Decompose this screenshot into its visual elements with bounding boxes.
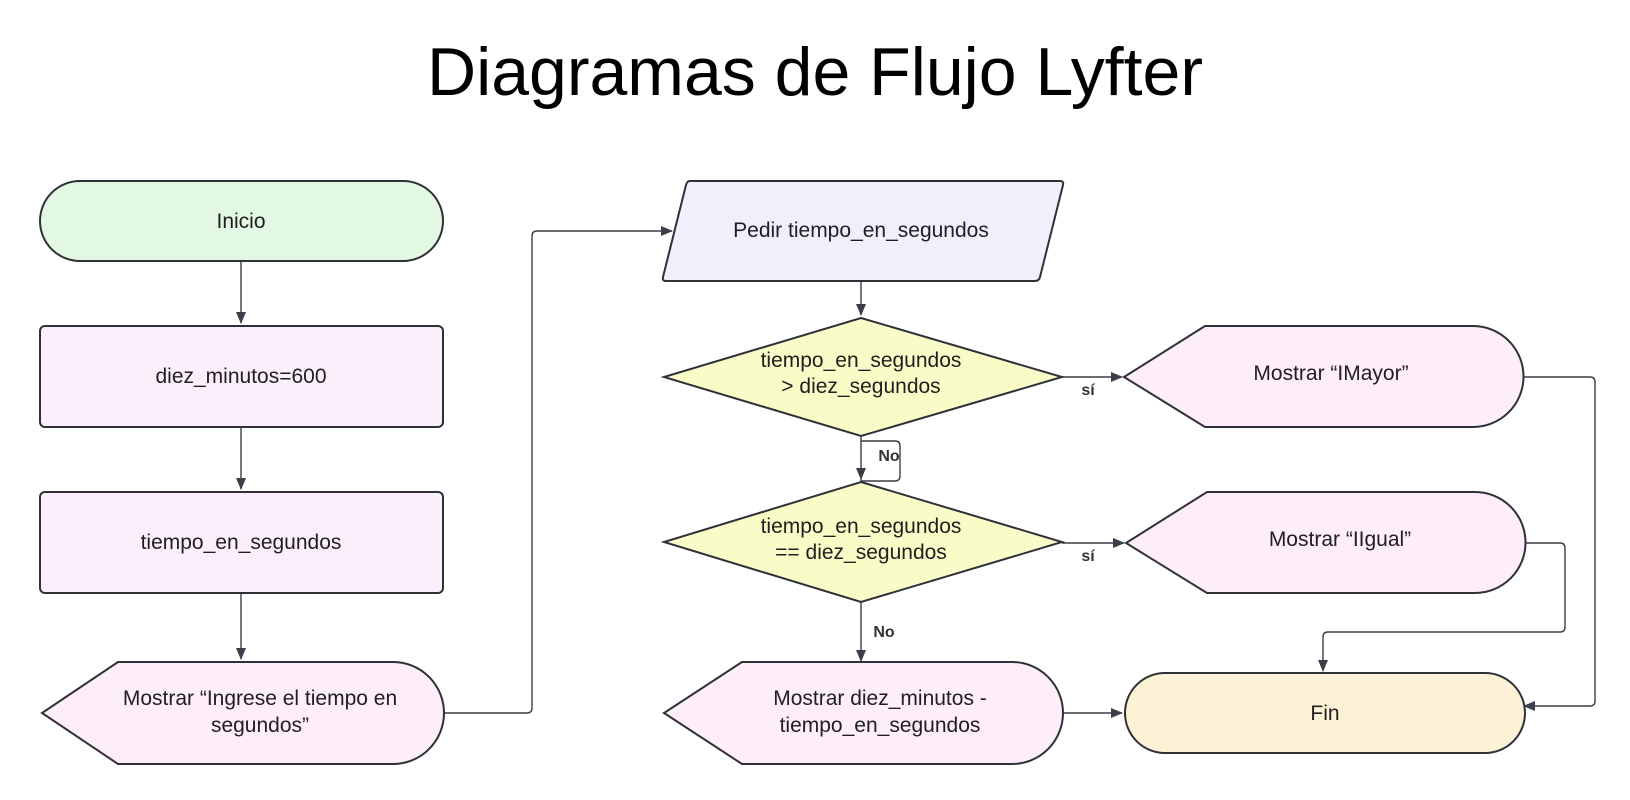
node-decision-mayor-label-line-1: tiempo_en_segundos (761, 349, 962, 372)
node-mostrar-ingrese-label-line-1: Mostrar “Ingrese el tiempo en (123, 687, 397, 710)
node-inicio-shape (39, 180, 444, 262)
node-fin[interactable]: Fin (1124, 672, 1526, 754)
edge-mostrar-ingrese-to-pedir (443, 226, 673, 714)
node-mostrar-ingrese-label-line-2: segundos” (211, 714, 309, 737)
node-mostrar-igual-label: Mostrar “IIgual” (1269, 528, 1411, 551)
node-pedir[interactable]: Pedir tiempo_en_segundos (661, 180, 1065, 282)
node-mostrar-mayor[interactable]: Mostrar “IMayor” (1122, 325, 1525, 428)
node-mostrar-mayor-label: Mostrar “IMayor” (1253, 362, 1408, 385)
node-decision-mayor-shape (660, 316, 1066, 438)
node-fin-shape (1124, 672, 1526, 754)
node-diez-minutos-label: diez_minutos=600 (155, 365, 326, 388)
edge-label-si-mayor: sí (1081, 382, 1095, 399)
node-tiempo-shape (39, 491, 444, 594)
edge-label-no-mayor: No (878, 448, 900, 465)
node-mostrar-ingrese-shape (40, 661, 445, 765)
node-pedir-shape (661, 180, 1065, 282)
edge-mostrar-mayor-to-fin (1523, 376, 1596, 711)
edge-mostrar-igual-to-fin (1318, 542, 1566, 672)
node-mostrar-diferencia-shape (662, 661, 1064, 765)
node-decision-igual-label-line-1: tiempo_en_segundos (761, 515, 962, 538)
node-inicio[interactable]: Inicio (39, 180, 444, 262)
node-diez-minutos-shape (39, 325, 444, 428)
node-fin-label: Fin (1310, 702, 1339, 725)
node-decision-mayor-label-line-2: > diez_segundos (781, 375, 940, 398)
node-pedir-label: Pedir tiempo_en_segundos (733, 219, 989, 242)
node-decision-igual[interactable]: tiempo_en_segundos == diez_segundos (660, 480, 1066, 604)
node-mostrar-igual-shape (1124, 491, 1527, 594)
node-tiempo-label: tiempo_en_segundos (141, 531, 342, 554)
node-mostrar-diferencia[interactable]: Mostrar diez_minutos - tiempo_en_segundo… (662, 661, 1064, 765)
node-decision-igual-label-line-2: == diez_segundos (775, 541, 947, 564)
node-diez-minutos[interactable]: diez_minutos=600 (39, 325, 444, 428)
edge-label-no-igual: No (873, 624, 895, 641)
edge-decision-mayor-to-decision-igual (856, 436, 901, 482)
node-inicio-label: Inicio (216, 210, 265, 233)
node-decision-igual-shape (660, 480, 1066, 604)
edge-label-si-igual: sí (1081, 548, 1095, 565)
node-tiempo[interactable]: tiempo_en_segundos (39, 491, 444, 594)
node-mostrar-igual[interactable]: Mostrar “IIgual” (1124, 491, 1527, 594)
diagram-title: Diagramas de Flujo Lyfter (427, 34, 1203, 110)
node-mostrar-mayor-shape (1122, 325, 1525, 428)
node-decision-mayor[interactable]: tiempo_en_segundos > diez_segundos (660, 316, 1066, 438)
node-mostrar-ingrese[interactable]: Mostrar “Ingrese el tiempo en segundos” (40, 661, 445, 765)
node-mostrar-diferencia-label-line-2: tiempo_en_segundos (780, 714, 981, 737)
node-mostrar-diferencia-label-line-1: Mostrar diez_minutos - (773, 687, 987, 710)
